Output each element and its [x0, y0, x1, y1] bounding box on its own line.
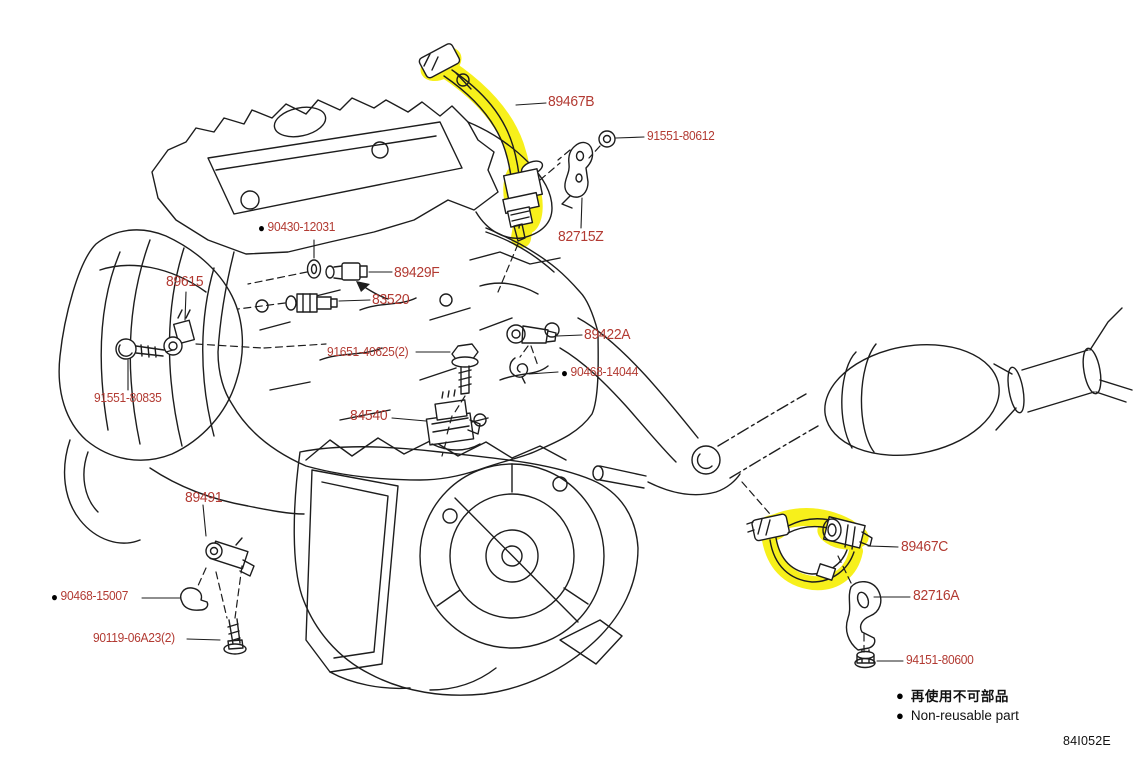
part-label-89467B[interactable]: 89467B	[548, 94, 595, 110]
assembly-reference-lines	[165, 145, 865, 653]
part-label-84540[interactable]: 84540	[350, 408, 388, 424]
part-number-text: 90430-12031	[267, 220, 336, 234]
part-label-91551-80835[interactable]: 91551-80835	[94, 391, 162, 405]
part-number-text: 82715Z	[558, 229, 604, 245]
small-parts-lower-left	[180, 537, 255, 655]
small-parts-upper	[115, 259, 557, 451]
part-label-91651-40625(2)[interactable]: 91651-40625(2)	[327, 345, 409, 359]
legend-text-jp: 再使用不可部品	[910, 689, 1009, 704]
part-label-89429F[interactable]: 89429F	[394, 265, 440, 281]
legend-text-en: Non-reusable part	[910, 708, 1019, 723]
part-number-text: 90468-14044	[570, 365, 639, 379]
part-number-text: 89467B	[548, 94, 595, 110]
part-label-90468-15007[interactable]: ●90468-15007	[51, 589, 129, 604]
catalytic-converter	[824, 307, 1133, 457]
sensor-bracket-82716A	[845, 581, 882, 669]
legend: ● 再使用不可部品 ● Non-reusable part	[896, 685, 1019, 724]
part-number-text: 89615	[166, 274, 204, 290]
part-label-83520[interactable]: 83520	[372, 292, 410, 308]
legend-item-en: ● Non-reusable part	[896, 708, 1019, 723]
part-label-90468-14044[interactable]: ●90468-14044	[561, 365, 639, 380]
label-leader-lines	[127, 102, 911, 662]
sensor-bracket-82715Z	[561, 130, 616, 209]
part-label-90119-06A23(2)[interactable]: 90119-06A23(2)	[93, 631, 175, 645]
part-label-89615[interactable]: 89615	[166, 274, 204, 290]
legend-item-jp: ● 再使用不可部品	[896, 685, 1019, 705]
non-reusable-bullet-icon: ●	[896, 687, 904, 703]
part-number-text: 90468-15007	[60, 589, 129, 603]
non-reusable-bullet-icon: ●	[51, 589, 58, 604]
non-reusable-bullet-icon: ●	[258, 220, 265, 235]
part-label-94151-80600[interactable]: 94151-80600	[906, 653, 974, 667]
part-number-text: 89467C	[901, 539, 949, 555]
part-label-90430-12031[interactable]: ●90430-12031	[258, 220, 336, 235]
part-number-text: 91551-80612	[647, 129, 715, 143]
part-number-text: 91551-80835	[94, 391, 162, 405]
part-label-91551-80612[interactable]: 91551-80612	[647, 129, 715, 143]
oxygen-sensor-downstream[interactable]	[746, 513, 873, 583]
exhaust-pipe	[559, 317, 819, 496]
part-number-text: 94151-80600	[906, 653, 974, 667]
part-number-text: 82716A	[913, 588, 960, 604]
part-label-82716A[interactable]: 82716A	[913, 588, 960, 604]
non-reusable-bullet-icon: ●	[561, 365, 568, 380]
diagram-code: 84I052E	[1063, 734, 1111, 748]
part-label-89467C[interactable]: 89467C	[901, 539, 949, 555]
part-number-text: 84540	[350, 408, 388, 424]
part-number-text: 89491	[185, 490, 223, 506]
part-number-text: 91651-40625(2)	[327, 345, 409, 359]
part-number-text: 90119-06A23(2)	[93, 631, 175, 645]
part-number-text: 83520	[372, 292, 410, 308]
oxygen-sensor-upstream[interactable]	[418, 42, 545, 242]
part-number-text: 89429F	[394, 265, 440, 281]
part-label-82715Z[interactable]: 82715Z	[558, 229, 604, 245]
part-label-89491[interactable]: 89491	[185, 490, 223, 506]
non-reusable-bullet-icon: ●	[896, 708, 904, 723]
part-label-89422A[interactable]: 89422A	[584, 327, 631, 343]
part-number-text: 89422A	[584, 327, 631, 343]
